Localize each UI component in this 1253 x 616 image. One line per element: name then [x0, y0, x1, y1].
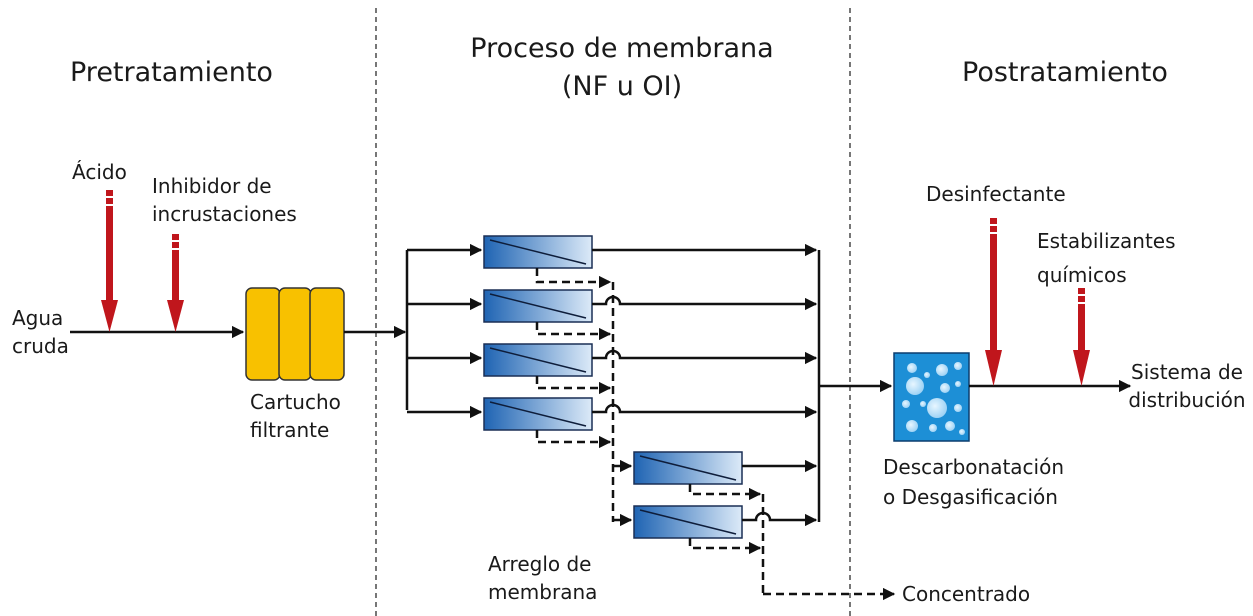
distribution-label-line1: Sistema de	[1131, 360, 1243, 384]
concentrate-lines-stage1	[535, 268, 633, 527]
membrane-stage1-3	[483, 343, 593, 377]
stabilizers-label-line2: químicos	[1037, 263, 1127, 287]
membrane-stage2-2	[633, 505, 743, 539]
stabilizers-injection-arrow	[1073, 288, 1090, 386]
disinfectant-label: Desinfectante	[926, 182, 1066, 206]
membrane-array-label-line1: Arreglo de	[488, 552, 592, 576]
acid-injection-arrow	[101, 190, 118, 332]
acid-label: Ácido	[72, 160, 127, 184]
cartridge-filter-label-line2: filtrante	[250, 418, 330, 442]
section-title-pretreatment: Pretratamiento	[70, 57, 273, 88]
permeate-line-3	[592, 349, 818, 365]
membrane-array-label: Arreglo de membrana	[488, 550, 597, 606]
section-title-membrane-line2: (NF u OI)	[561, 71, 683, 102]
cartridge-filter-label-line1: Cartucho	[250, 390, 341, 414]
distribution-label: Sistema de distribución	[1124, 358, 1250, 414]
stabilizers-label-line1: Estabilizantes	[1037, 229, 1176, 253]
inhibitor-injection-arrow	[167, 234, 184, 332]
membrane-stage1-2	[483, 289, 593, 323]
inhibitor-label: Inhibidor de incrustaciones	[152, 172, 297, 228]
inhibitor-label-line1: Inhibidor de	[152, 174, 272, 198]
inhibitor-label-line2: incrustaciones	[152, 202, 297, 226]
raw-water-label-line1: Agua	[12, 306, 64, 330]
permeate-line-6	[742, 511, 818, 527]
cartridge-filter-label: Cartucho filtrante	[250, 388, 341, 444]
degasifier-label: Descarbonatación o Desgasificación	[883, 452, 1064, 512]
raw-water-label-line2: cruda	[12, 334, 69, 358]
concentrate-lines-stage2	[688, 484, 896, 601]
membrane-stage2-1	[633, 451, 743, 485]
membrane-array-label-line2: membrana	[488, 580, 598, 604]
section-title-membrane-line1: Proceso de membrana	[470, 33, 774, 64]
degasifier-tank	[893, 352, 970, 442]
degasifier-label-line1: Descarbonatación	[883, 455, 1065, 479]
concentrate-label: Concentrado	[902, 582, 1031, 606]
membrane-stage1-4	[483, 397, 593, 431]
membrane-stage1-1	[483, 235, 593, 269]
stabilizers-label: Estabilizantes químicos	[1037, 224, 1176, 292]
degasifier-label-line2: o Desgasificación	[883, 485, 1058, 509]
permeate-line-2	[592, 295, 818, 311]
raw-water-label: Agua cruda	[12, 304, 69, 360]
section-title-membrane: Proceso de membrana (NF u OI)	[452, 30, 792, 106]
distribution-label-line2: distribución	[1128, 388, 1246, 412]
section-title-posttreatment: Postratamiento	[962, 57, 1168, 88]
disinfectant-injection-arrow	[985, 218, 1002, 386]
permeate-line-4	[592, 403, 818, 419]
cartridge-filter	[245, 287, 345, 381]
